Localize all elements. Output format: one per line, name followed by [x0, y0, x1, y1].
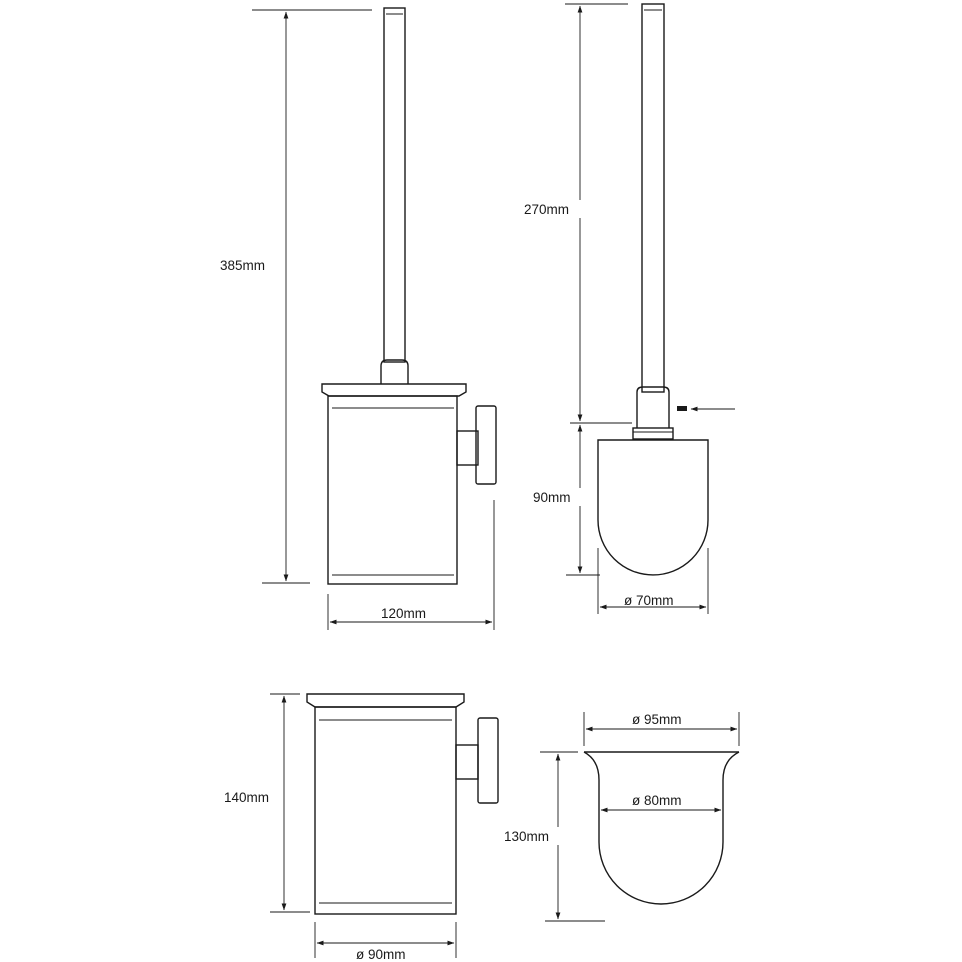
- dim-label-container-diameter: ø 90mm: [356, 947, 406, 962]
- dimension-brush-head-diameter: ø 70mm: [597, 548, 709, 614]
- dim-label-brush-head-height: 90mm: [533, 490, 571, 505]
- dimension-cup-outer-diameter: ø 95mm: [583, 712, 740, 746]
- dimension-holder-width: 120mm: [327, 500, 495, 630]
- container-view: [306, 693, 499, 915]
- dim-label-handle-length: 270mm: [524, 202, 569, 217]
- dim-label-cup-height: 130mm: [504, 829, 549, 844]
- dim-label-cup-outer-diameter: ø 95mm: [632, 712, 682, 727]
- assembled-holder-view: [321, 7, 497, 585]
- dimension-overall-height: 385mm: [218, 9, 372, 584]
- dim-label-holder-width: 120mm: [381, 606, 426, 621]
- dimension-cup-height: 130mm: [502, 751, 605, 922]
- dim-label-container-height: 140mm: [224, 790, 269, 805]
- inner-cup-view: [583, 751, 740, 905]
- dimension-container-diameter: ø 90mm: [314, 922, 457, 962]
- dimension-container-height: 140mm: [222, 693, 310, 913]
- dimension-brush-head-height: 90mm: [531, 424, 600, 576]
- dimension-handle-length: 270mm: [522, 3, 632, 424]
- dimension-cup-inner-diameter: ø 80mm: [600, 793, 722, 813]
- dim-label-overall-height: 385mm: [220, 258, 265, 273]
- brush-view: [597, 3, 735, 576]
- dim-label-cup-inner-diameter: ø 80mm: [632, 793, 682, 808]
- dim-label-brush-head-diameter: ø 70mm: [624, 593, 674, 608]
